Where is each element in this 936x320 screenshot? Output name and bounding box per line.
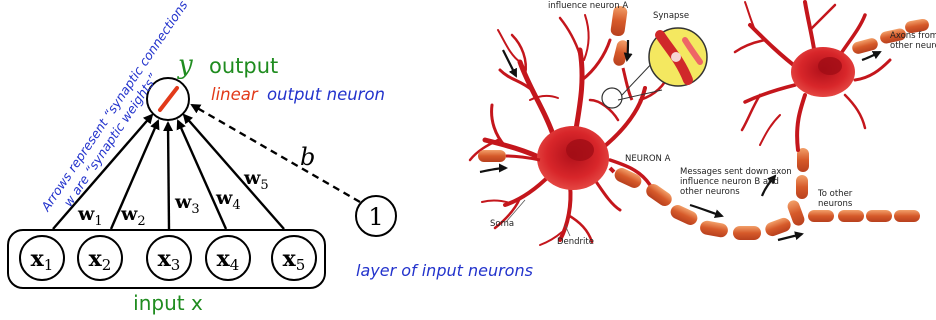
label-axons-from-2: other neuro — [890, 41, 936, 51]
bias-input-neuron: 1 — [356, 196, 396, 236]
weight-label-2: w2 — [120, 203, 146, 229]
weight-label-3: w3 — [174, 191, 200, 217]
label-messages-3: other neurons — [680, 187, 740, 197]
label-messages-2: influence neuron B and — [680, 177, 779, 187]
input-neuron-1: x1 — [20, 236, 64, 280]
output-desc-linear: linear — [211, 85, 259, 104]
label-messages-1: Messages sent down axon — [680, 167, 792, 177]
neuron-illustration: influence neuron A Synapse Axons from ot… — [470, 1, 936, 247]
label-dendrite: Dendrite — [557, 237, 594, 247]
arrows-note-line2: w are “synaptic weights” — [60, 70, 160, 209]
label-soma: Soma — [490, 219, 514, 229]
weight-label-5: w5 — [243, 167, 269, 193]
connection-arrow-3 — [168, 123, 169, 229]
bias-input-value: 1 — [368, 203, 383, 231]
input-neuron-2: x2 — [78, 236, 122, 280]
synapse-inset — [602, 28, 707, 108]
label-axons-from-1: Axons from — [890, 31, 936, 41]
label-neuron-a: NEURON A — [625, 154, 671, 164]
input-layer-label: layer of input neurons — [356, 261, 533, 280]
label-to-other-2: neurons — [818, 199, 853, 209]
label-to-other-1: To other — [817, 189, 853, 199]
weight-label-1: w1 — [77, 203, 103, 229]
input-neurons: x1 x2 x3 x4 x5 — [20, 236, 316, 280]
label-synapse: Synapse — [653, 11, 689, 21]
input-group-label: input x — [133, 291, 203, 315]
network-diagram: y output linear output neuron w1 w2 w3 w… — [8, 0, 533, 315]
label-influence-a: influence neuron A — [548, 1, 628, 11]
weight-label-4: w4 — [215, 187, 241, 213]
input-neuron-4: x4 — [206, 236, 250, 280]
output-label: output — [209, 54, 278, 78]
output-desc-rest: output neuron — [267, 85, 385, 104]
input-neuron-3: x3 — [147, 236, 191, 280]
input-neuron-5: x5 — [272, 236, 316, 280]
output-symbol: y — [177, 50, 193, 80]
output-desc: linear output neuron — [211, 85, 385, 104]
bias-symbol: b — [300, 143, 315, 171]
